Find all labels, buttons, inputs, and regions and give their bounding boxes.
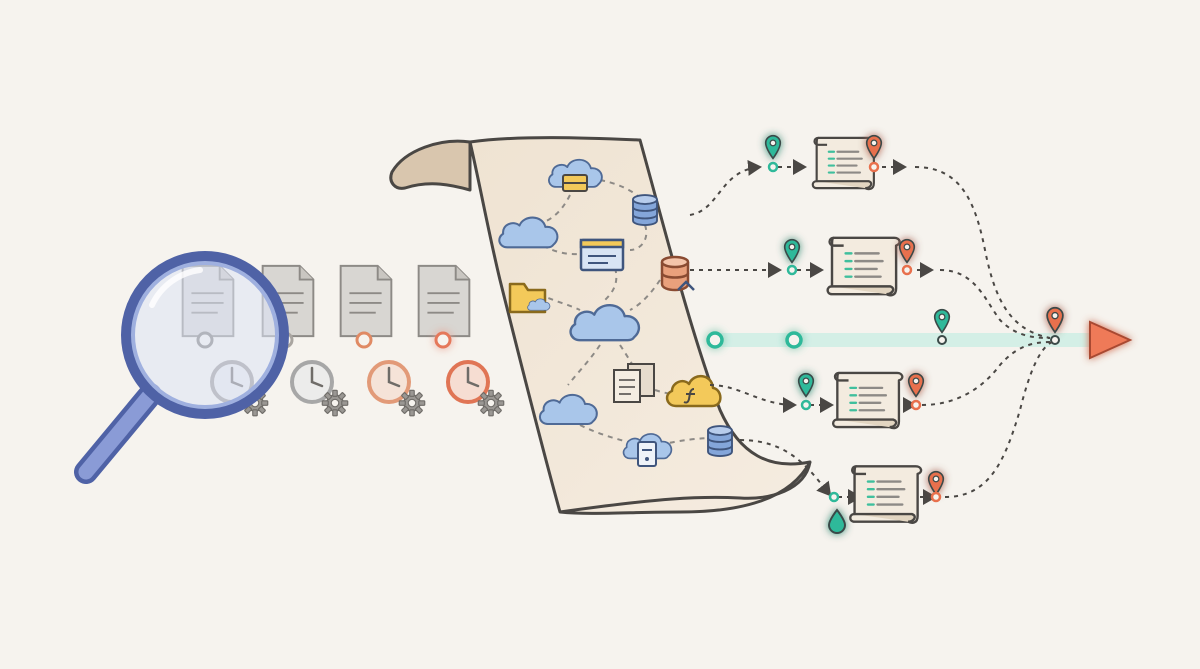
database-icon — [707, 425, 733, 457]
timeline-node — [937, 335, 947, 345]
timeline-node — [910, 399, 922, 411]
document-icon — [339, 264, 393, 338]
database-icon — [660, 255, 695, 292]
timeline-node — [828, 491, 840, 503]
map-pin-icon — [898, 238, 916, 264]
start-node — [706, 331, 724, 349]
magnifying-glass-icon — [74, 251, 289, 484]
timeline-node — [800, 399, 812, 411]
timeline-node — [434, 331, 452, 349]
log-scroll-icon — [831, 371, 904, 430]
server-cloud-icon — [622, 433, 673, 467]
branch-paths — [689, 159, 1053, 505]
map-pin-icon — [933, 308, 951, 334]
main-output-arrow — [708, 320, 1133, 360]
function-cloud-icon — [665, 375, 722, 408]
gear-icon — [477, 389, 505, 417]
log-scroll-icon — [826, 236, 901, 297]
timeline-node — [786, 264, 798, 276]
timeline-node — [355, 331, 373, 349]
timeline-node — [868, 161, 880, 173]
map-pin-icon — [797, 372, 815, 398]
gear-icon — [398, 389, 426, 417]
server-cloud-icon — [547, 158, 603, 192]
gear-icon — [321, 389, 349, 417]
map-pin-icon — [827, 508, 847, 534]
database-icon — [632, 194, 658, 226]
map-pin-icon — [764, 134, 782, 160]
timeline-node — [901, 264, 913, 276]
map-pin-icon — [927, 470, 945, 496]
map-pin-icon — [1046, 306, 1064, 334]
map-pin-icon — [783, 238, 801, 264]
document-icon — [613, 363, 655, 403]
timeline-node — [930, 491, 942, 503]
timeline-node — [1050, 335, 1060, 345]
start-node — [785, 331, 803, 349]
map-pin-icon — [907, 372, 925, 398]
clock-icon — [290, 360, 334, 404]
clock-icon — [367, 360, 411, 404]
clock-icon — [446, 360, 490, 404]
log-scroll-icon — [849, 465, 923, 524]
folder-icon — [508, 282, 551, 314]
document-icon — [417, 264, 471, 338]
browser-window-icon — [579, 238, 625, 272]
timeline-node — [767, 161, 779, 173]
